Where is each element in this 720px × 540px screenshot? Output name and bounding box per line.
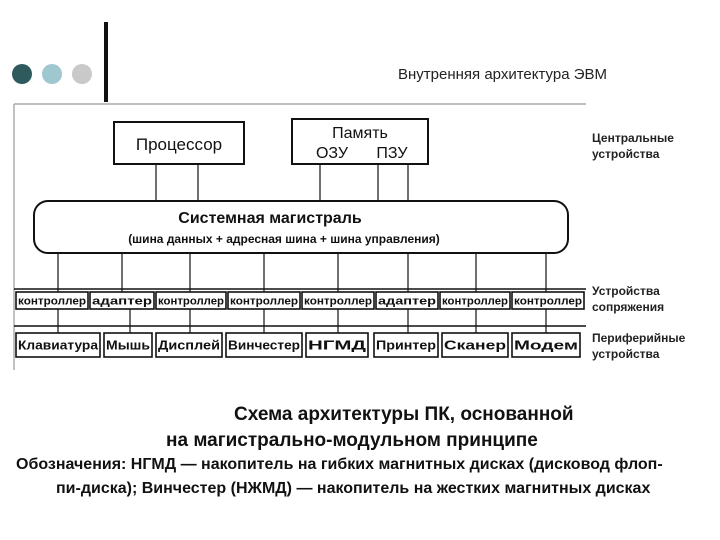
interface-7-frame xyxy=(439,291,511,310)
interface-5-label: контроллер xyxy=(304,295,372,307)
label-peripheral-line1: Периферийные xyxy=(592,331,686,345)
decor-dot-dark xyxy=(12,64,32,84)
interface-5-frame xyxy=(301,291,375,310)
decor-vertical-bar xyxy=(104,22,108,102)
bus-subtitle: (шина данных + адресная шина + шина упра… xyxy=(128,232,440,246)
memory-box: Память ОЗУ ПЗУ xyxy=(291,118,429,165)
peripheral-6-box: Принтер xyxy=(373,332,439,358)
interface-3-frame xyxy=(155,291,227,310)
peripheral-5-frame xyxy=(305,332,369,358)
caption-line-2: на магистрально-модульном принципе xyxy=(166,430,538,451)
peripheral-2-box: Мышь xyxy=(103,332,153,358)
processor-label: Процессор xyxy=(136,135,222,154)
architecture-diagram: Процессор Память ОЗУ ПЗУ Системная магис… xyxy=(13,103,586,370)
interface-4-label: контроллер xyxy=(230,295,298,307)
processor-box: Процессор xyxy=(113,121,245,165)
peripheral-2-frame xyxy=(103,332,153,358)
interface-3-box: контроллер xyxy=(155,291,227,310)
connector-lines xyxy=(13,103,586,370)
peripheral-1-box: Клавиатура xyxy=(15,332,101,358)
interface-4-box: контроллер xyxy=(227,291,301,310)
label-central-line2: устройства xyxy=(592,147,660,161)
peripheral-5-label: НГМД xyxy=(308,338,367,353)
slide-title: Внутренняя архитектура ЭВМ xyxy=(398,66,607,83)
label-peripheral-line2: устройства xyxy=(592,347,660,361)
memory-label: Память xyxy=(332,125,388,142)
peripheral-7-box: Сканер xyxy=(441,332,509,358)
label-interface-line2: сопряжения xyxy=(592,300,665,314)
peripheral-4-label: Винчестер xyxy=(228,338,300,353)
interface-8-frame xyxy=(511,291,585,310)
interface-1-frame xyxy=(15,291,89,310)
peripheral-1-frame xyxy=(15,332,101,358)
interface-3-label: контроллер xyxy=(158,295,224,307)
interface-6-box: адаптер xyxy=(375,291,439,310)
interface-1-label: контроллер xyxy=(18,295,86,307)
peripheral-8-frame xyxy=(511,332,581,358)
interface-1-box: контроллер xyxy=(15,291,89,310)
peripheral-3-box: Дисплей xyxy=(155,332,223,358)
peripheral-7-label: Сканер xyxy=(444,338,506,353)
interface-7-label: контроллер xyxy=(442,295,508,307)
interface-6-frame xyxy=(375,291,439,310)
system-bus: Системная магистраль (шина данных + адре… xyxy=(33,200,569,254)
peripheral-6-label: Принтер xyxy=(376,338,436,353)
peripheral-4-box: Винчестер xyxy=(225,332,303,358)
rom-label: ПЗУ xyxy=(376,145,408,162)
peripheral-8-label: Модем xyxy=(514,338,578,353)
interface-2-frame xyxy=(89,291,155,310)
peripheral-6-frame xyxy=(373,332,439,358)
interface-7-box: контроллер xyxy=(439,291,511,310)
interface-4-frame xyxy=(227,291,301,310)
interface-2-box: адаптер xyxy=(89,291,155,310)
decor-dot-gray xyxy=(72,64,92,84)
caption-line-1: Схема архитектуры ПК, основанной xyxy=(234,404,574,425)
interface-row: контроллер адаптер контроллер контроллер кон… xyxy=(15,291,585,310)
interface-8-box: контроллер xyxy=(511,291,585,310)
bus-title: Системная магистраль xyxy=(178,210,362,227)
interface-5-box: контроллер xyxy=(301,291,375,310)
caption-line-4: пи-диска); Винчестер (НЖМД) — накопитель… xyxy=(56,480,651,497)
label-central-devices: Центральные устройства xyxy=(592,130,716,162)
peripheral-2-label: Мышь xyxy=(106,338,150,353)
caption-line-3: Обозначения: НГМД — накопитель на гибких… xyxy=(16,456,663,473)
label-central-line1: Центральные xyxy=(592,131,674,145)
peripheral-7-frame xyxy=(441,332,509,358)
peripheral-3-frame xyxy=(155,332,223,358)
peripheral-3-label: Дисплей xyxy=(158,338,220,353)
interface-6-label: адаптер xyxy=(378,295,436,307)
label-interface-devices: Устройства сопряжения xyxy=(592,283,716,315)
peripheral-4-frame xyxy=(225,332,303,358)
peripheral-1-label: Клавиатура xyxy=(18,338,99,353)
label-interface-line1: Устройства xyxy=(592,284,660,298)
label-peripheral-devices: Периферийные устройства xyxy=(592,330,716,362)
peripheral-row: Клавиатура Мышь Дисплей Винчестер НГМД Принте… xyxy=(15,332,581,358)
peripheral-8-box: Модем xyxy=(511,332,581,358)
ram-label: ОЗУ xyxy=(316,145,349,162)
decor-dot-light xyxy=(42,64,62,84)
interface-8-label: контроллер xyxy=(514,295,582,307)
peripheral-5-box: НГМД xyxy=(305,332,369,358)
interface-2-label: адаптер xyxy=(92,295,152,307)
